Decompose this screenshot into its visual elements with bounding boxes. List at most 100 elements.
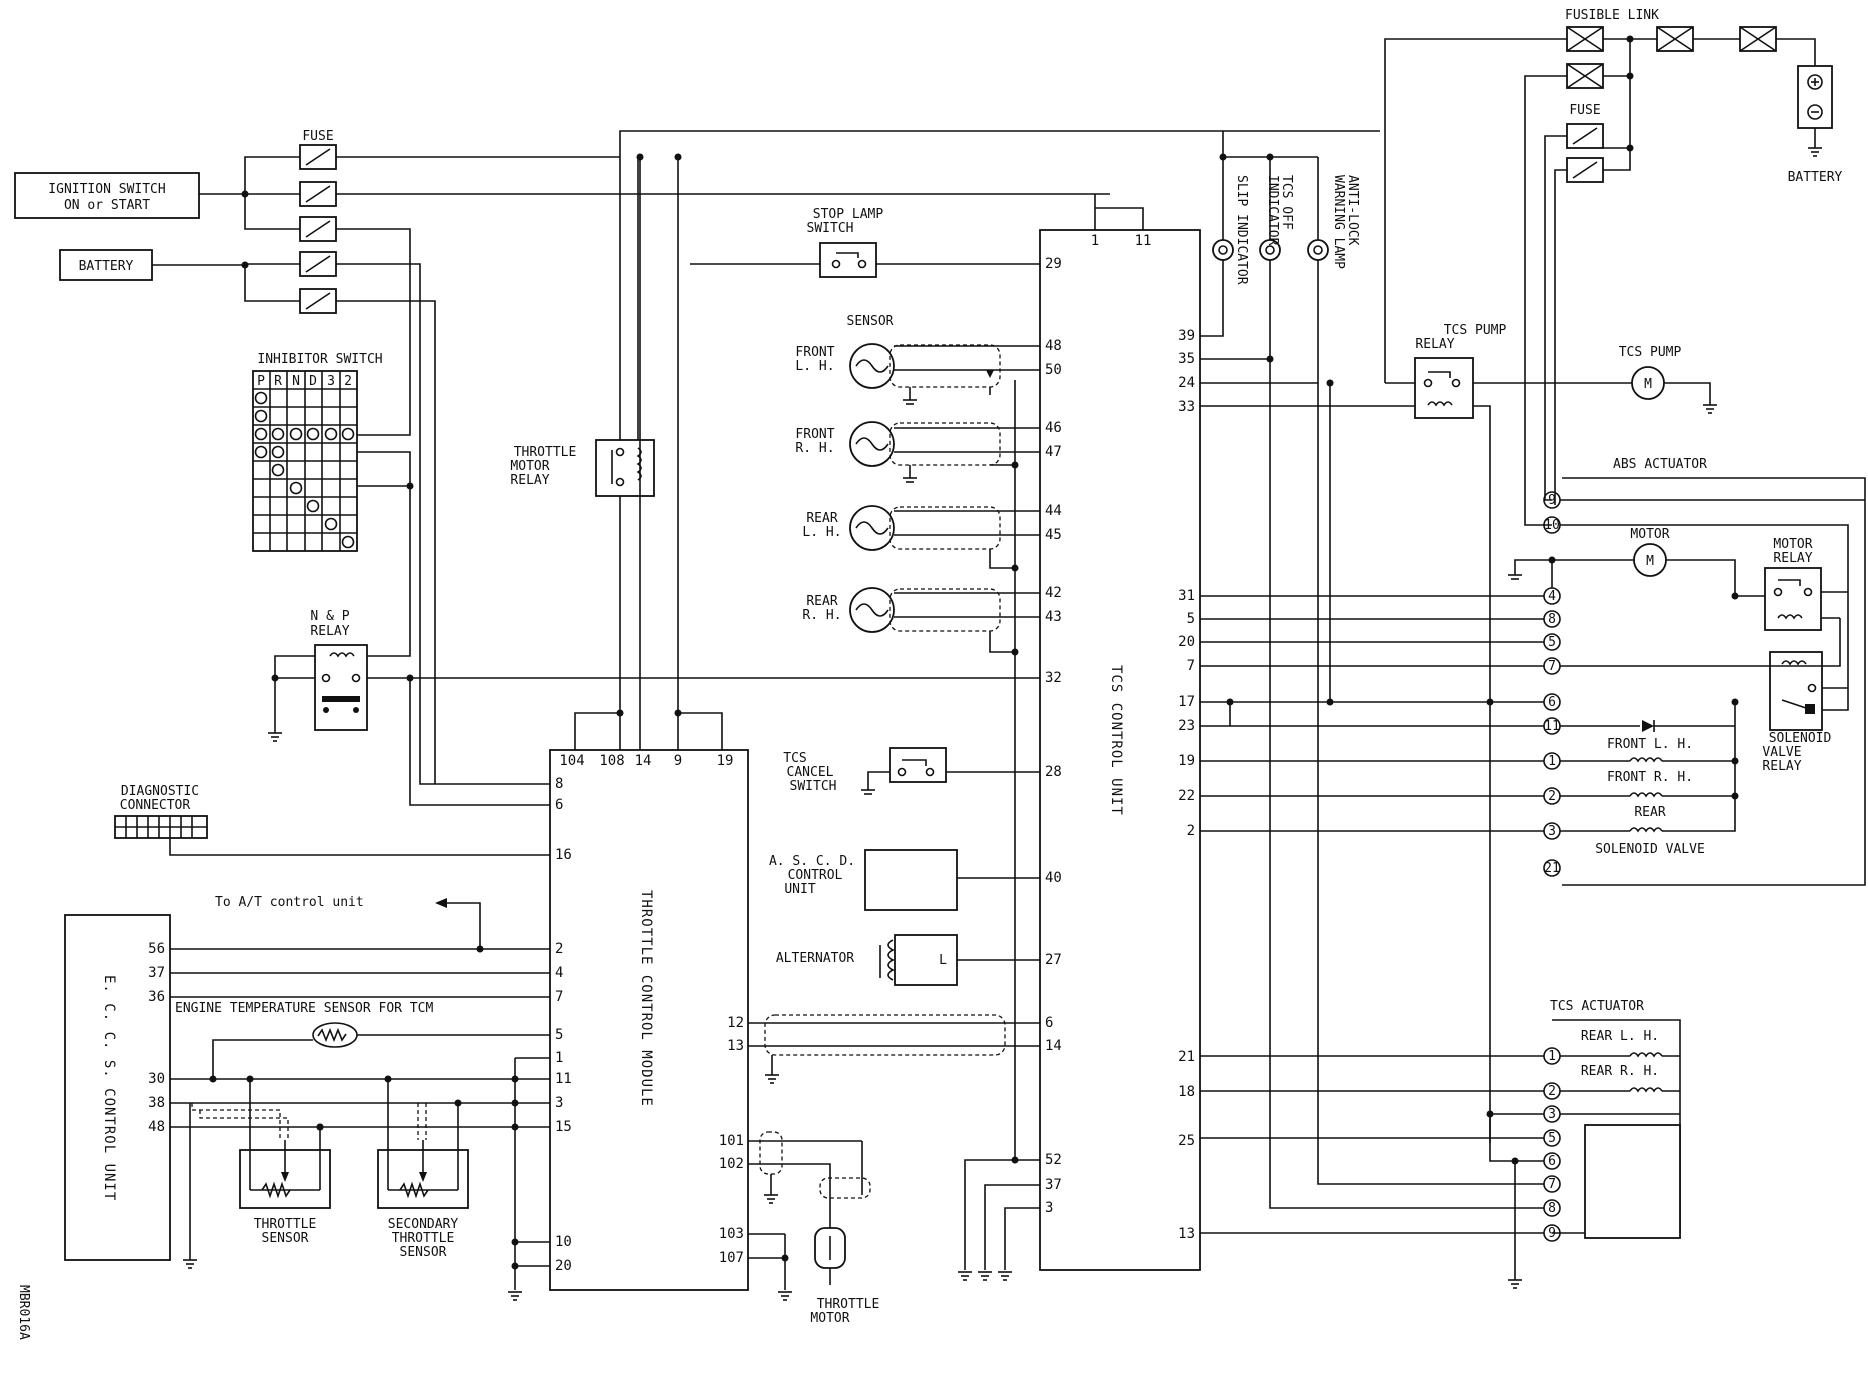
tcm-pin-14: 14 [635, 753, 652, 769]
tcm-pin-7: 7 [555, 989, 563, 1005]
diagram-id: MBR016A [16, 1285, 31, 1340]
eng-temp-sensor [312, 1022, 358, 1048]
tcs-pin-18: 18 [1178, 1084, 1195, 1100]
antilock-label-1: ANTI-LOCK [1345, 175, 1360, 246]
act-pin-3: 3 [1548, 1107, 1556, 1122]
front-rh-label-2: R. H. [795, 441, 834, 456]
tcm-pin-10: 10 [555, 1234, 572, 1250]
rear-lh-label-2: L. H. [802, 525, 841, 540]
tcm-pin-107: 107 [719, 1250, 744, 1266]
tcm-pin-1: 1 [555, 1050, 563, 1066]
eccs-pin-36: 36 [148, 989, 165, 1005]
eccs-pin-30: 30 [148, 1071, 165, 1087]
eng-temp-label: ENGINE TEMPERATURE SENSOR FOR TCM [175, 1001, 433, 1016]
eccs-pin-48: 48 [148, 1119, 165, 1135]
ascd-label-2: CONTROL [788, 868, 843, 883]
ignition-label-2: ON or START [64, 198, 150, 213]
tcs-pin-46: 46 [1045, 420, 1062, 436]
pos-p: P [257, 374, 265, 389]
tcs-pin-47: 47 [1045, 444, 1062, 460]
secondary-throttle-sensor [377, 1075, 469, 1209]
tcm-pin-19: 19 [717, 753, 734, 769]
sensor-label: SENSOR [847, 314, 894, 329]
throttle-motor-label-1: THROTTLE [817, 1297, 880, 1312]
tcs-pump-relay-label-1: TCS PUMP [1444, 323, 1507, 338]
stop-lamp-label-2: SWITCH [807, 221, 854, 236]
eccs-label: E. C. C. S. CONTROL UNIT [101, 975, 117, 1201]
sv-front-lh-label: FRONT L. H. [1607, 737, 1693, 752]
tcm-pin-16: 16 [555, 847, 572, 863]
tcm-pin-5: 5 [555, 1027, 563, 1043]
pos-3: 3 [327, 374, 335, 389]
stop-lamp-label-1: STOP LAMP [813, 207, 884, 222]
abs-pin-1: 1 [1548, 754, 1556, 769]
tcs-cancel-label-3: SWITCH [790, 779, 837, 794]
tcs-pin-22: 22 [1178, 788, 1195, 804]
tcm-pin-11: 11 [555, 1071, 572, 1087]
sec-throttle-label-1: SECONDARY [388, 1217, 459, 1232]
tcs-pin-31: 31 [1178, 588, 1195, 604]
abs-pin-7: 7 [1548, 659, 1556, 674]
sv-front-rh-label: FRONT R. H. [1607, 770, 1693, 785]
tcs-pin-top-1: 1 [1091, 233, 1099, 249]
tcs-pin-35: 35 [1178, 351, 1195, 367]
tcs-pin-29: 29 [1045, 256, 1062, 272]
tcs-pin-20: 20 [1178, 634, 1195, 650]
abs-actuator-label: ABS ACTUATOR [1613, 457, 1707, 472]
slip-indicator-label: SLIP INDICATOR [1234, 175, 1249, 285]
pos-2: 2 [344, 374, 352, 389]
tcm-pin-13: 13 [727, 1038, 744, 1054]
fusible-link-group [1384, 26, 1816, 485]
tcs-actuator-label: TCS ACTUATOR [1550, 999, 1644, 1014]
tcs-pin-24: 24 [1178, 375, 1195, 391]
tm-relay-label-3: RELAY [510, 473, 549, 488]
alternator: L [879, 934, 1040, 986]
front-lh-label-2: L. H. [795, 359, 834, 374]
tcs-pump-relay [1200, 357, 1632, 1143]
motor-label: MOTOR [1630, 527, 1669, 542]
tcs-cancel-label-2: CANCEL [787, 765, 834, 780]
tcs-pin-44: 44 [1045, 503, 1062, 519]
tcs-pin-2: 2 [1187, 823, 1195, 839]
wheel-sensor-rear-rh: REAR R. H. [802, 587, 1040, 653]
tcm-pin-9: 9 [674, 753, 682, 769]
tm-relay-label-2: MOTOR [510, 459, 549, 474]
tcs-pin-13: 13 [1178, 1226, 1195, 1242]
diagnostic-connector [114, 815, 550, 856]
sv-rear-label: REAR [1634, 805, 1665, 820]
ignition-switch: IGNITION SWITCH ON or START [14, 172, 200, 219]
motor-relay-label-1: MOTOR [1773, 537, 1812, 552]
eccs-pin-37: 37 [148, 965, 165, 981]
wheel-sensor-front-lh: FRONT L. H. [795, 343, 1040, 405]
tcs-pump: M [1631, 366, 1717, 414]
svg-text:M: M [1644, 377, 1652, 392]
act-pin-9: 9 [1548, 1226, 1556, 1241]
ignition-label-1: IGNITION SWITCH [48, 182, 165, 197]
act-pin-6: 6 [1548, 1154, 1556, 1169]
tcs-pin-50: 50 [1045, 362, 1062, 378]
tcs-pin-27: 27 [1045, 952, 1062, 968]
abs-motor: M [1508, 543, 1739, 600]
np-relay [268, 482, 1040, 806]
throttle-sensor-label-1: THROTTLE [254, 1217, 317, 1232]
throttle-sensor [191, 1075, 331, 1209]
abs-pin-6: 6 [1548, 695, 1556, 710]
battery-box-left: BATTERY [59, 249, 153, 281]
tcs-pin-23: 23 [1178, 718, 1195, 734]
pos-d: D [309, 374, 317, 389]
tcs-pump-label: TCS PUMP [1619, 345, 1682, 360]
pos-n: N [292, 374, 300, 389]
tcm-label: THROTTLE CONTROL MODULE [638, 890, 654, 1107]
act-rear-lh-label: REAR L. H. [1581, 1029, 1659, 1044]
tcs-off-label-2: INDICATOR [1265, 175, 1280, 246]
sensor-shield-bus [958, 380, 1040, 1281]
abs-pin-8: 8 [1548, 612, 1556, 627]
tcs-pin-top-11: 11 [1135, 233, 1152, 249]
fusible-link-label: FUSIBLE LINK [1565, 8, 1659, 23]
tcm-pin-2: 2 [555, 941, 563, 957]
tcs-pin-48: 48 [1045, 338, 1062, 354]
fuse-right-label: FUSE [1569, 103, 1600, 118]
tcs-pin-21: 21 [1178, 1049, 1195, 1065]
tcm-tcs-link [748, 1014, 1040, 1084]
